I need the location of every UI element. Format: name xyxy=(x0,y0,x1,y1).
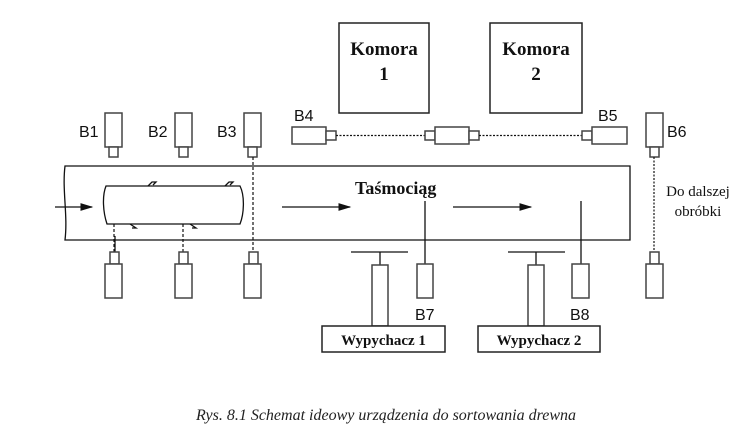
conveyor: Taśmociąg xyxy=(63,165,631,241)
middle-body xyxy=(434,126,470,145)
sensor-b8-label: B8 xyxy=(570,307,590,324)
sensor-b5-nozzle xyxy=(581,130,593,141)
conveyor-belt xyxy=(63,165,631,241)
sensor-b3: B3 xyxy=(217,112,262,158)
sensor-b4: B4 xyxy=(291,108,337,145)
receiver-b1 xyxy=(104,251,123,299)
log-knot xyxy=(224,181,235,187)
sensor-b8-body xyxy=(571,263,590,299)
receiver-b2 xyxy=(174,251,193,299)
sensor-b6-body xyxy=(645,112,664,148)
receiver-b6-body xyxy=(645,263,664,299)
pusher-1-box xyxy=(321,325,446,353)
sensor-b2-nozzle xyxy=(178,146,189,158)
sensor-b7: B7 xyxy=(415,201,435,324)
pusher-1: Wypychacz 1 xyxy=(321,251,446,353)
chamber-1-box xyxy=(338,22,430,114)
receiver-b6 xyxy=(645,251,664,299)
conveyor-label: Taśmociąg xyxy=(355,178,436,198)
sensor-b6: B6 xyxy=(645,112,687,158)
log-outline xyxy=(102,185,245,225)
figure-caption: Rys. 8.1 Schemat ideowy urządzenia do so… xyxy=(195,407,576,424)
sensor-b1-body xyxy=(104,112,123,148)
chamber-2-box xyxy=(489,22,583,114)
sensor-b3-body xyxy=(243,112,262,148)
chamber-1-label: Komora xyxy=(350,39,418,60)
pusher-2-label: Wypychacz 2 xyxy=(497,333,582,349)
middle-nozzle-left xyxy=(424,130,436,141)
sensor-b6-label: B6 xyxy=(667,124,687,141)
receiver-b1-nozzle xyxy=(109,251,120,265)
log-knot xyxy=(189,223,199,229)
sensor-middle-reflector xyxy=(424,126,480,145)
sensor-b4-nozzle xyxy=(325,130,337,141)
sensor-b4-body xyxy=(291,126,327,145)
chamber-2: Komora 2 xyxy=(489,22,583,114)
pusher-2-box xyxy=(477,325,601,353)
receiver-b3-nozzle xyxy=(248,251,259,265)
sensor-b2: B2 xyxy=(148,112,193,158)
log-knot xyxy=(147,181,158,187)
receiver-b3-body xyxy=(243,263,262,299)
sensor-b5-body xyxy=(591,126,628,145)
receiver-b2-nozzle xyxy=(178,251,189,265)
exit-label-line1: Do dalszej xyxy=(666,184,730,200)
receiver-b3 xyxy=(243,251,262,299)
receiver-b2-body xyxy=(174,263,193,299)
sensor-b3-label: B3 xyxy=(217,124,237,141)
log-knot xyxy=(129,223,139,229)
pusher-1-cylinder xyxy=(371,264,389,327)
receiver-b6-nozzle xyxy=(649,251,660,265)
sensor-b1: B1 xyxy=(79,112,123,158)
middle-nozzle-right xyxy=(468,130,480,141)
sensor-b1-nozzle xyxy=(108,146,119,158)
sensor-b3-nozzle xyxy=(247,146,258,158)
sensor-b7-body xyxy=(416,263,434,299)
sensor-b5-label: B5 xyxy=(598,108,618,125)
sensor-b8: B8 xyxy=(570,201,590,324)
sensor-b6-nozzle xyxy=(649,146,660,158)
exit-label-line2: obróbki xyxy=(675,204,722,220)
sensor-b5: B5 xyxy=(581,108,628,145)
pusher-1-label: Wypychacz 1 xyxy=(341,333,426,349)
pusher-2-cylinder xyxy=(527,264,545,327)
receiver-b1-body xyxy=(104,263,123,299)
sensor-b1-label: B1 xyxy=(79,124,99,141)
chamber-2-number: 2 xyxy=(531,64,541,85)
sensor-b2-label: B2 xyxy=(148,124,168,141)
chamber-2-label: Komora xyxy=(502,39,570,60)
wood-log xyxy=(102,181,245,229)
chamber-1: Komora 1 xyxy=(338,22,430,114)
pusher-2: Wypychacz 2 xyxy=(477,251,601,353)
sensor-b4-label: B4 xyxy=(294,108,314,125)
chamber-1-number: 1 xyxy=(379,64,389,85)
sensor-b7-label: B7 xyxy=(415,307,435,324)
sensor-b2-body xyxy=(174,112,193,148)
